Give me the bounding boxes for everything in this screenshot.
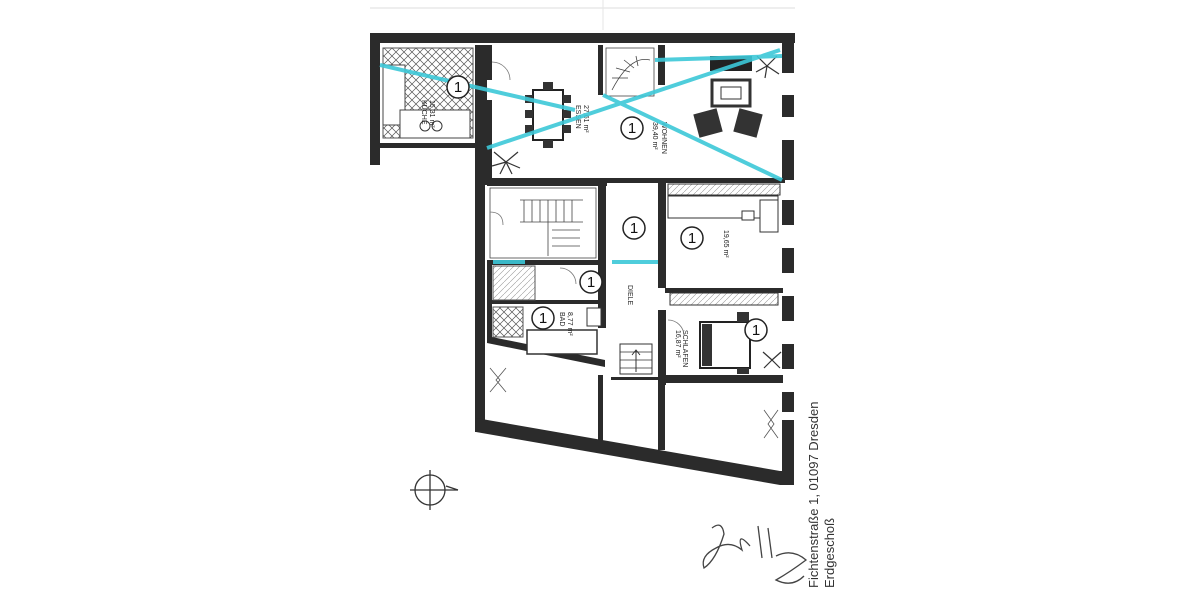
bath-label: BAD <box>558 312 565 326</box>
marker-kitchen: 1 <box>446 75 470 99</box>
arrow-up-icon <box>631 349 641 372</box>
marker-wc: 1 <box>579 270 603 294</box>
plant-icon <box>762 351 782 369</box>
bedroom-label: SCHLAFEN <box>681 330 688 367</box>
nightstand <box>737 312 749 322</box>
living-area: 39,40 m² <box>651 122 658 150</box>
svg-text:1: 1 <box>587 274 595 291</box>
wc-area <box>492 265 536 301</box>
plant-icon <box>755 55 780 79</box>
svg-text:1: 1 <box>630 220 638 237</box>
spiral-stair <box>605 47 655 97</box>
svg-text:1: 1 <box>628 120 636 137</box>
shelf <box>667 183 781 196</box>
door-swing <box>559 267 577 285</box>
svg-text:1: 1 <box>454 79 462 96</box>
chair-icon <box>741 210 755 221</box>
staircase <box>489 187 597 259</box>
marker-zimmer: 1 <box>680 226 704 250</box>
bath-tiles <box>492 306 524 338</box>
sink-icon <box>431 120 443 132</box>
marker-living: 1 <box>620 116 644 140</box>
door-swing <box>491 61 511 81</box>
door-swing <box>667 319 685 337</box>
pillow <box>702 324 712 366</box>
bedroom: SCHLAFEN 16,87 m² <box>667 292 782 374</box>
hall: DIELE <box>619 285 653 375</box>
interior-walls <box>487 45 785 450</box>
hall-label: DIELE <box>626 285 633 306</box>
svg-text:1: 1 <box>539 310 547 327</box>
bath-area: 8,77 m² <box>566 312 573 336</box>
marker-hall: 1 <box>622 216 646 240</box>
bedroom-area: 16,87 m² <box>674 330 681 358</box>
living-label: WOHNEN <box>660 122 667 154</box>
armchair <box>693 108 723 138</box>
bathtub <box>526 329 598 355</box>
outer-walls <box>370 33 795 485</box>
sofa <box>710 78 752 108</box>
nightstand <box>737 368 749 374</box>
living: WOHNEN 39,40 m² <box>651 55 780 154</box>
plant-icon <box>491 151 521 175</box>
signature <box>702 524 808 584</box>
marker-bath: 1 <box>531 306 555 330</box>
kitchen-counter <box>399 109 471 139</box>
lower-doors <box>489 367 779 439</box>
sink-icon <box>586 307 602 327</box>
zimmer-area: 19,65 m² <box>722 230 729 258</box>
svg-text:1: 1 <box>688 230 696 247</box>
armchair <box>733 108 763 138</box>
desk-section <box>759 199 779 233</box>
floor-text: Erdgeschoß <box>822 518 837 588</box>
kitchen-label: KÜCHE <box>420 100 428 125</box>
wardrobe <box>669 292 779 306</box>
bathroom: BAD 8,77 m² <box>492 265 602 355</box>
highlight-lines <box>379 48 783 264</box>
compass-icon <box>410 470 459 510</box>
kitchen-area: 15,31 m² <box>428 100 435 128</box>
marker-bedroom: 1 <box>744 318 768 342</box>
address-text: Fichtenstraße 1, 01097 Dresden <box>806 402 821 588</box>
sink-icon <box>419 120 431 132</box>
room-zimmer: 19,65 m² <box>667 183 781 258</box>
svg-text:1: 1 <box>752 322 760 339</box>
coffee-table <box>720 86 742 100</box>
dining-area: 27,61 m² <box>582 105 589 133</box>
